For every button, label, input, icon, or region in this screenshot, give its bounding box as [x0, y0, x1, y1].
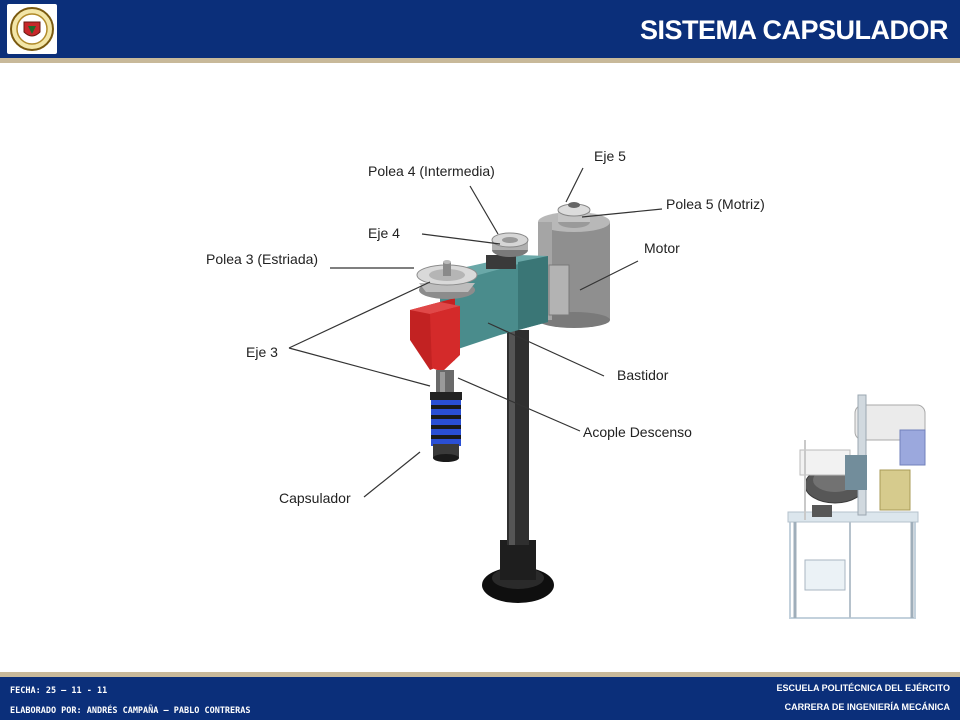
label-eje-5: Eje 5: [594, 148, 626, 164]
label-polea-5: Polea 5 (Motriz): [666, 196, 765, 212]
footer-bar: FECHA: 25 – 11 - 11 ELABORADO POR: ANDRÉ…: [0, 677, 960, 720]
footer-school: ESCUELA POLITÉCNICA DEL EJÉRCITO: [776, 683, 950, 693]
footer-career: CARRERA DE INGENIERÍA MECÁNICA: [784, 702, 950, 712]
label-motor: Motor: [644, 240, 680, 256]
red-block: [410, 298, 460, 372]
pulley-3: [416, 260, 478, 299]
label-polea-3: Polea 3 (Estriada): [206, 251, 318, 267]
capsulator-head: [430, 370, 462, 462]
label-bastidor: Bastidor: [617, 367, 669, 383]
label-polea-4: Polea 4 (Intermedia): [368, 163, 495, 179]
machine-assembly-thumbnail: [787, 394, 926, 619]
label-capsulador: Capsulador: [279, 490, 351, 506]
footer-authors: ELABORADO POR: ANDRÉS CAMPAÑA – PABLO CO…: [10, 706, 251, 716]
label-eje-4: Eje 4: [368, 225, 400, 241]
pulley-4: [491, 232, 529, 257]
support-column: [482, 330, 554, 603]
label-eje-3: Eje 3: [246, 344, 278, 360]
header-bar: SISTEMA CAPSULADOR: [0, 0, 960, 58]
footer-date: FECHA: 25 – 11 - 11: [10, 686, 108, 696]
motor-body: [538, 212, 610, 328]
university-crest-icon: [7, 4, 57, 54]
header-divider: [0, 58, 960, 63]
page-title: SISTEMA CAPSULADOR: [639, 15, 949, 45]
footer-divider: [0, 672, 960, 677]
label-acople-descenso: Acople Descenso: [583, 424, 692, 440]
pulley-5: [557, 202, 591, 228]
leader-lines: [288, 167, 663, 498]
